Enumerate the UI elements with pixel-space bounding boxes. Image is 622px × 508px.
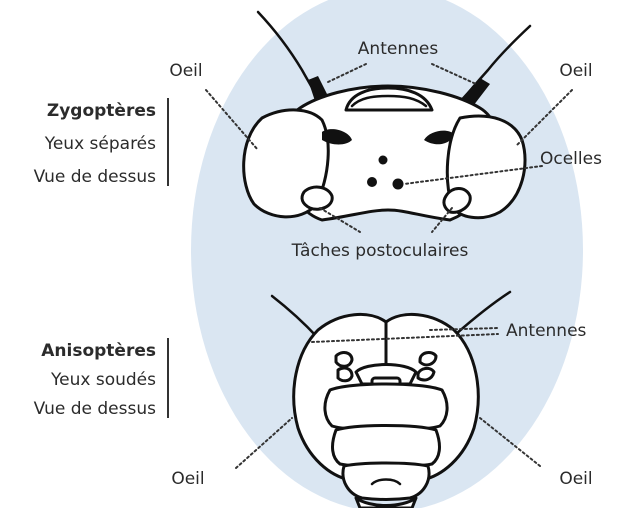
aniso-labrum bbox=[343, 463, 429, 500]
aniso-view-caption: Vue de dessus bbox=[34, 399, 157, 419]
zygo-label-oeil-left: Oeil bbox=[169, 61, 202, 81]
zygo-left-postocular-spot bbox=[302, 187, 332, 209]
zygo-view-caption: Vue de dessus bbox=[34, 167, 157, 187]
aniso-clypeus bbox=[333, 426, 440, 468]
zygo-label-antennes: Antennes bbox=[358, 39, 439, 59]
zygo-eyes-caption: Yeux séparés bbox=[44, 134, 156, 154]
aniso-left-antenna-scape bbox=[336, 353, 352, 367]
zygo-label-oeil-right: Oeil bbox=[559, 61, 592, 81]
zygo-title: Zygoptères bbox=[47, 101, 156, 121]
aniso-title: Anisoptères bbox=[41, 341, 156, 361]
zygo-label-taches: Tâches postoculaires bbox=[291, 241, 469, 261]
aniso-label-oeil-right: Oeil bbox=[559, 469, 592, 489]
aniso-eyes-caption: Yeux soudés bbox=[50, 370, 156, 390]
zygo-ocellus-top bbox=[379, 156, 388, 165]
aniso-right-antenna-scape bbox=[420, 353, 436, 365]
aniso-right-antenna-pedicel bbox=[418, 368, 434, 380]
aniso-frons bbox=[325, 384, 447, 431]
zygo-right-postocular-spot bbox=[444, 189, 470, 213]
aniso-label-oeil-left: Oeil bbox=[171, 469, 204, 489]
aniso-left-antenna-pedicel bbox=[338, 368, 352, 381]
aniso-label-antennes: Antennes bbox=[506, 321, 587, 341]
zygo-ocellus-right bbox=[393, 179, 404, 190]
zygo-ocellus-left bbox=[367, 177, 377, 187]
zygo-label-ocelles: Ocelles bbox=[540, 149, 602, 169]
